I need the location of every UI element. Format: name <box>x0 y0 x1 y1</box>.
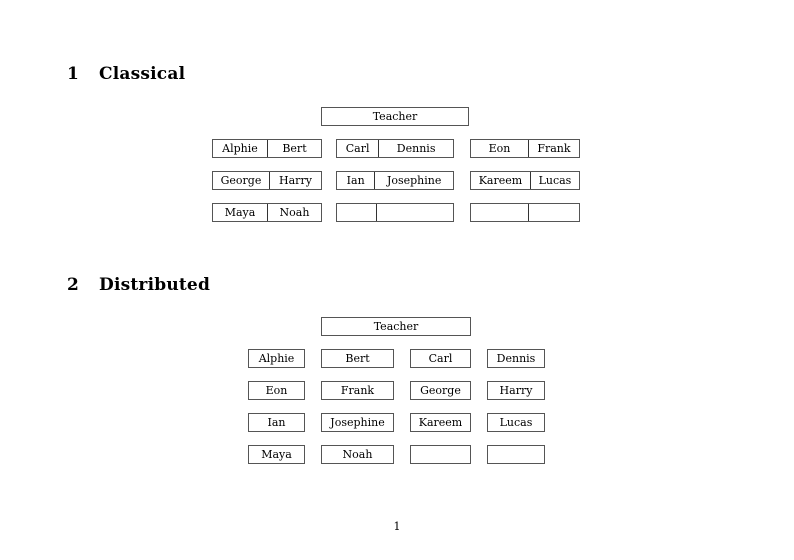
grid-cell[interactable]: Lucas <box>487 413 545 432</box>
cell-label: Lucas <box>538 174 572 187</box>
table-cell[interactable]: George <box>213 172 269 189</box>
table-cell[interactable]: Carl <box>337 140 378 157</box>
grid-cell[interactable]: Ian <box>248 413 305 432</box>
classical-group-left-row-2[interactable]: George Harry <box>212 171 322 190</box>
cell-label: Josephine <box>386 174 442 187</box>
section-number: 1 <box>67 64 80 84</box>
section-number: 2 <box>67 275 80 295</box>
section-title: Classical <box>99 64 186 84</box>
cell-label: Maya <box>261 448 292 461</box>
grid-cell[interactable]: Eon <box>248 381 305 400</box>
table-cell[interactable]: Frank <box>527 140 579 157</box>
cell-label: Carl <box>428 352 453 365</box>
cell-label: Dennis <box>396 142 436 155</box>
distributed-teacher-label: Teacher <box>373 320 419 333</box>
page-number: 1 <box>393 520 401 533</box>
grid-cell[interactable]: Harry <box>487 381 545 400</box>
table-cell[interactable]: Ian <box>337 172 374 189</box>
cell-label: Eon <box>265 384 288 397</box>
grid-cell[interactable]: Carl <box>410 349 471 368</box>
cell-label: Ian <box>267 416 286 429</box>
distributed-teacher-box[interactable]: Teacher <box>321 317 471 336</box>
cell-label: Carl <box>345 142 370 155</box>
cell-label: George <box>420 384 461 397</box>
table-cell[interactable] <box>376 204 453 221</box>
table-cell[interactable]: Josephine <box>374 172 453 189</box>
grid-cell[interactable]: Josephine <box>321 413 394 432</box>
cell-label: Bert <box>345 352 370 365</box>
table-cell[interactable]: Harry <box>268 172 321 189</box>
table-cell[interactable]: Eon <box>471 140 528 157</box>
classical-group-middle-row-3[interactable] <box>336 203 454 222</box>
cell-label: Alphie <box>222 142 258 155</box>
table-cell[interactable]: Noah <box>266 204 321 221</box>
grid-cell[interactable]: George <box>410 381 471 400</box>
cell-label: Josephine <box>330 416 385 429</box>
grid-cell[interactable]: Alphie <box>248 349 305 368</box>
classical-group-right-row-1[interactable]: Eon Frank <box>470 139 580 158</box>
grid-cell[interactable]: Kareem <box>410 413 471 432</box>
cell-label: Eon <box>488 142 511 155</box>
classical-group-middle-row-2[interactable]: Ian Josephine <box>336 171 454 190</box>
table-cell[interactable]: Dennis <box>378 140 453 157</box>
grid-cell[interactable]: Dennis <box>487 349 545 368</box>
cell-label: Kareem <box>478 174 523 187</box>
table-cell[interactable] <box>471 204 528 221</box>
cell-label: Noah <box>342 448 373 461</box>
section-heading-classical: 1 Classical <box>67 64 185 84</box>
table-cell[interactable]: Maya <box>213 204 267 221</box>
cell-label: Frank <box>340 384 375 397</box>
classical-teacher-label: Teacher <box>372 110 418 123</box>
cell-label: Alphie <box>258 352 295 365</box>
classical-group-right-row-2[interactable]: Kareem Lucas <box>470 171 580 190</box>
grid-cell[interactable]: Bert <box>321 349 394 368</box>
classical-group-left-row-1[interactable]: Alphie Bert <box>212 139 322 158</box>
cell-label: George <box>220 174 262 187</box>
grid-cell[interactable]: Frank <box>321 381 394 400</box>
table-cell[interactable]: Lucas <box>529 172 579 189</box>
table-cell[interactable] <box>337 204 376 221</box>
classical-teacher-box[interactable]: Teacher <box>321 107 469 126</box>
cell-label: Bert <box>282 142 307 155</box>
grid-cell[interactable] <box>410 445 471 464</box>
table-cell[interactable]: Bert <box>266 140 321 157</box>
classical-group-middle-row-1[interactable]: Carl Dennis <box>336 139 454 158</box>
cell-label: Ian <box>346 174 365 187</box>
cell-label: Harry <box>499 384 533 397</box>
grid-cell[interactable] <box>487 445 545 464</box>
section-title: Distributed <box>99 275 211 295</box>
table-cell[interactable] <box>527 204 579 221</box>
cell-label: Noah <box>279 206 310 219</box>
cell-label: Lucas <box>499 416 533 429</box>
table-cell[interactable]: Alphie <box>213 140 267 157</box>
cell-label: Kareem <box>418 416 463 429</box>
grid-cell[interactable]: Noah <box>321 445 394 464</box>
cell-label: Maya <box>224 206 256 219</box>
classical-group-right-row-3[interactable] <box>470 203 580 222</box>
table-cell[interactable]: Kareem <box>471 172 530 189</box>
grid-cell[interactable]: Maya <box>248 445 305 464</box>
cell-label: Harry <box>279 174 312 187</box>
classical-group-left-row-3[interactable]: Maya Noah <box>212 203 322 222</box>
cell-label: Frank <box>537 142 571 155</box>
cell-label: Dennis <box>496 352 536 365</box>
section-heading-distributed: 2 Distributed <box>67 275 210 295</box>
